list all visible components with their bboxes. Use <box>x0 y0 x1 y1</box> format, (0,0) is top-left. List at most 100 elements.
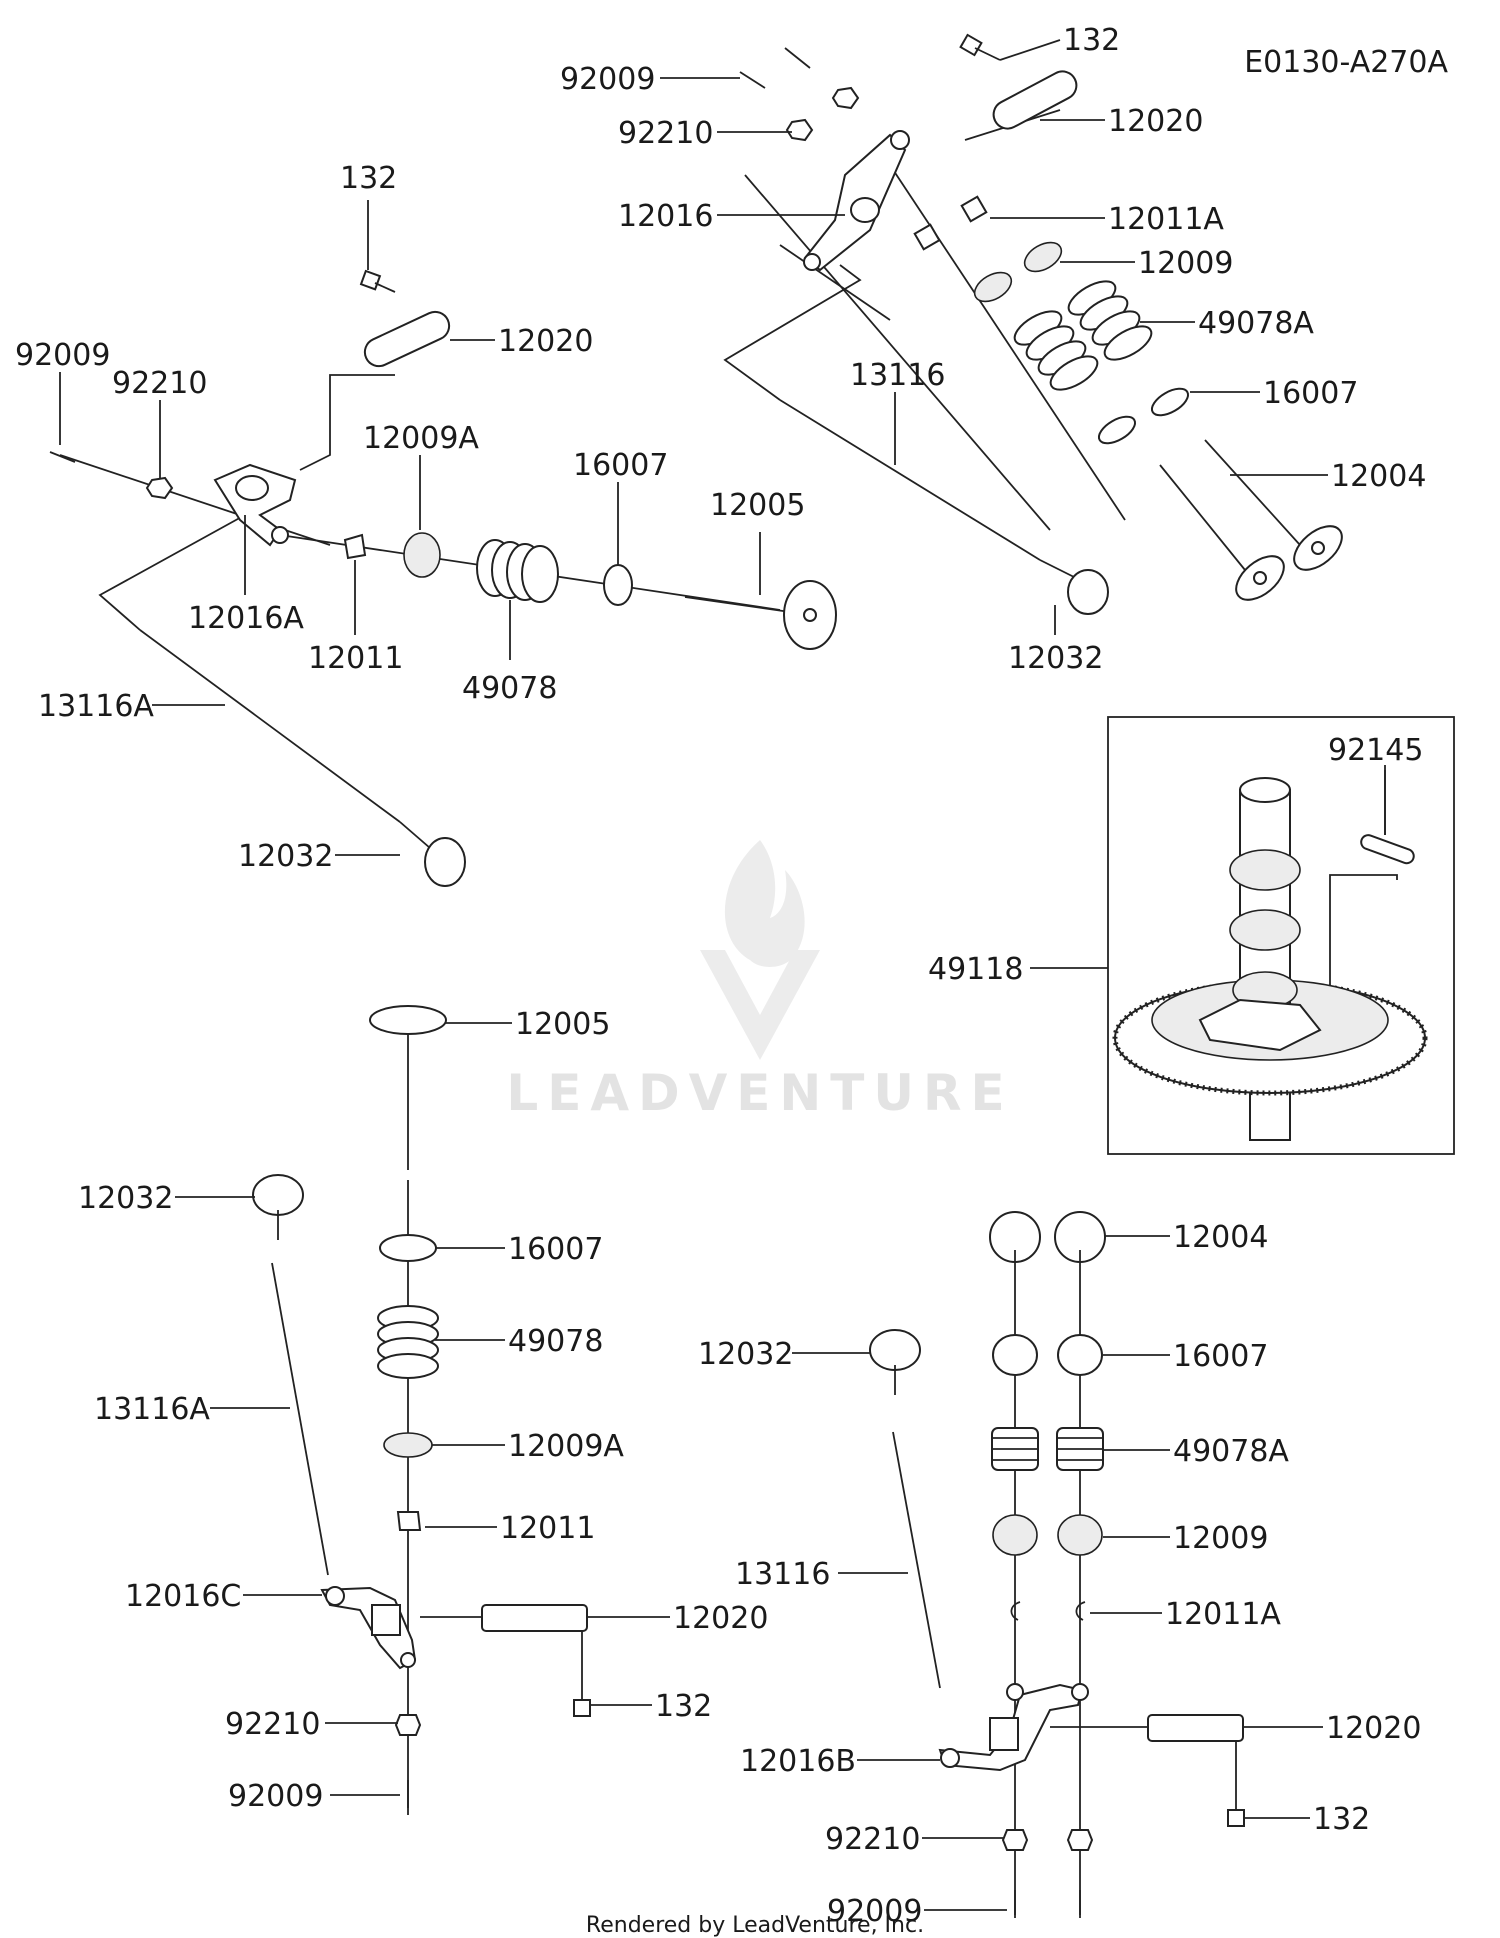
callout-132-bottom-right: 132 <box>1313 1802 1370 1837</box>
callout-92210: 92210 <box>618 116 713 151</box>
collet-12011a-bottom-2 <box>1075 1601 1086 1621</box>
nut-92210-bottom <box>394 1714 422 1736</box>
callout-12020: 12020 <box>1108 104 1203 139</box>
callout-13116-bottom: 13116 <box>735 1557 830 1592</box>
callout-12016c: 12016C <box>125 1579 241 1614</box>
assembly-top-right <box>723 33 1343 615</box>
nut-92210-left <box>145 476 174 500</box>
callout-12009: 12009 <box>1138 246 1233 281</box>
spring-49078a-1 <box>1067 280 1153 361</box>
callout-12032-bottom-right: 12032 <box>698 1337 793 1372</box>
collet-12011a-2 <box>913 223 941 251</box>
callout-labels: 132 92009 12020 92210 12016 12011A 12009… <box>15 23 1426 1929</box>
callout-16007: 16007 <box>1263 376 1358 411</box>
callout-92009-left: 92009 <box>15 338 110 373</box>
collet-12011-bottom <box>396 1511 422 1531</box>
watermark-text: LEADVENTURE <box>506 1064 1013 1122</box>
retainer-12009a <box>403 532 441 578</box>
callout-12016a: 12016A <box>188 601 304 636</box>
spring-49078a-bottom-2 <box>1056 1427 1104 1471</box>
bolt-132-left <box>359 269 396 293</box>
pushrod-13116a-bottom <box>271 1262 329 1576</box>
washer-16007-2 <box>1097 415 1137 445</box>
callout-12009a-bottom: 12009A <box>508 1429 624 1464</box>
callout-16007-bottom: 16007 <box>508 1232 603 1267</box>
callout-92210-bottom: 92210 <box>225 1707 320 1742</box>
callout-49078: 49078 <box>462 671 557 706</box>
watermark-v-icon <box>700 950 820 1060</box>
callout-92009-bottom-right: 92009 <box>827 1894 922 1929</box>
spring-49078-bottom <box>377 1305 439 1379</box>
callout-12032: 12032 <box>1008 641 1103 676</box>
rocker-arm-12016c <box>320 1586 417 1670</box>
bolt-132-bottom-right <box>1227 1800 1245 1827</box>
nut-92210-bottom-right-2 <box>1066 1829 1094 1851</box>
collet-12011a-bottom-1 <box>1010 1601 1021 1621</box>
retainer-12009-bottom-1 <box>992 1514 1038 1556</box>
spring-49078 <box>476 539 559 603</box>
callout-12032-left: 12032 <box>238 839 333 874</box>
retainer-12009-bottom-2 <box>1057 1514 1103 1556</box>
camshaft-gear-49118 <box>1112 777 1428 1141</box>
callout-132-left: 132 <box>340 161 397 196</box>
retainer-12009-2 <box>973 271 1013 303</box>
shaft-12020 <box>992 70 1078 130</box>
callout-12009-bottom: 12009 <box>1173 1521 1268 1556</box>
callout-49078-bottom: 49078 <box>508 1324 603 1359</box>
callout-leaders <box>59 39 1386 1911</box>
washer-16007-bottom <box>379 1234 437 1262</box>
callout-49078a-bottom: 49078A <box>1173 1434 1289 1469</box>
callout-49118: 49118 <box>928 952 1023 987</box>
shaft-12020-bottom-right <box>1147 1714 1244 1742</box>
callout-12005-bottom: 12005 <box>515 1007 610 1042</box>
pushrod-13116-bottom <box>892 1431 941 1689</box>
stud-92009 <box>739 47 811 89</box>
diagram-code: E0130-A270A <box>1244 45 1448 80</box>
callout-12011: 12011 <box>308 641 403 676</box>
callout-12011a: 12011A <box>1108 202 1224 237</box>
callout-12016: 12016 <box>618 199 713 234</box>
callout-12016b: 12016B <box>740 1744 856 1779</box>
callout-12011a-bottom: 12011A <box>1165 1597 1281 1632</box>
valve-12005-bottom <box>369 1005 447 1170</box>
callout-16007-bottom-right: 16007 <box>1173 1339 1268 1374</box>
washer-16007-1 <box>1150 387 1190 417</box>
callout-13116a-bottom: 13116A <box>94 1392 210 1427</box>
valve-12005 <box>684 580 837 650</box>
valve-12004-bottom-1 <box>989 1211 1041 1270</box>
valve-12004-bottom-2 <box>1054 1211 1106 1270</box>
callout-49078a: 49078A <box>1198 306 1314 341</box>
callout-92009-bottom: 92009 <box>228 1779 323 1814</box>
bolt-132 <box>959 33 1001 61</box>
callout-92009: 92009 <box>560 62 655 97</box>
pushrod-13116a <box>139 629 401 823</box>
callout-92210-left: 92210 <box>112 366 207 401</box>
callout-13116a: 13116A <box>38 689 154 724</box>
callout-92145: 92145 <box>1328 733 1423 768</box>
callout-132-bottom: 132 <box>655 1689 712 1724</box>
washer-16007-bottom-2 <box>1057 1334 1103 1376</box>
washer-16007-bottom-1 <box>992 1334 1038 1376</box>
shaft-12020-left <box>363 310 451 368</box>
callout-12020-bottom: 12020 <box>673 1601 768 1636</box>
bolt-132-bottom <box>573 1690 591 1717</box>
pushrod-13116 <box>779 399 1041 561</box>
spring-49078a-2 <box>1013 310 1099 391</box>
assembly-top-left <box>49 269 837 887</box>
callout-12004: 12004 <box>1331 459 1426 494</box>
callout-12020-bottom-right: 12020 <box>1326 1711 1421 1746</box>
watermark: LEADVENTURE <box>506 840 1013 1122</box>
valve-12004-1 <box>1204 439 1343 571</box>
shaft-12020-bottom <box>481 1604 588 1632</box>
nut-92210-b <box>831 86 860 110</box>
tappet-12032 <box>1039 559 1109 615</box>
spring-92145 <box>1360 834 1415 865</box>
callout-132: 132 <box>1063 23 1120 58</box>
callout-12009a-left: 12009A <box>363 421 479 456</box>
stud-92009-left <box>49 451 76 463</box>
callout-16007-left: 16007 <box>573 448 668 483</box>
washer-16007-left <box>603 564 633 606</box>
callout-12011-bottom: 12011 <box>500 1511 595 1546</box>
assembly-bottom-left <box>252 1005 591 1815</box>
